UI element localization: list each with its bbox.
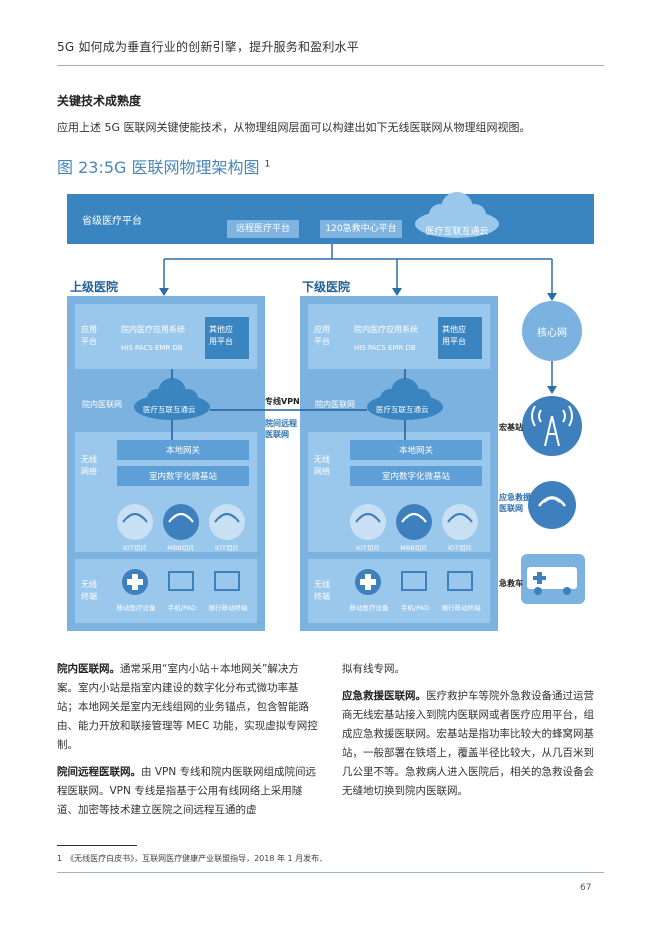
left-column: 院内医联网。通常采用“室内小站＋本地网关”解决方案。室内小站是指室内建设的数字化… bbox=[57, 660, 319, 820]
text-hospital-net: 通常采用“室内小站＋本地网关”解决方案。室内小站是指室内建设的数字化分布式微功率… bbox=[57, 663, 318, 751]
ap-label: MBB切片 bbox=[400, 544, 428, 552]
architecture-diagram: 省级医疗平台 远程医疗平台 120急救中心平台 医疗互联互通云 上级医院 下级医… bbox=[57, 184, 604, 634]
footnote: 1 《无线医疗白皮书》，互联网医疗健康产业联盟指导，2018 年 1 月发布． bbox=[57, 854, 328, 863]
text-emergency-net: 医疗救护车等院外急救设备通过运营商无线宏基站接入到院内医联网或者医疗应用平台，组… bbox=[342, 690, 594, 797]
local-gateway-bar: 本地网关 bbox=[350, 444, 482, 456]
hospital-cloud-label: 医疗互联互通云 bbox=[143, 405, 196, 414]
app-platform-label: 应用 平台 bbox=[81, 325, 97, 346]
figure-title-text: 图 23:5G 医联网物理架构图 bbox=[57, 158, 260, 177]
hospital-net-label: 院内医联网 bbox=[315, 400, 355, 409]
ap-label: IOT切片 bbox=[447, 544, 472, 552]
terminal-label: 随行移动终端 bbox=[441, 604, 481, 612]
running-header: 5G 如何成为垂直行业的创新引擎，提升服务和盈利水平 bbox=[57, 40, 359, 54]
paragraph-hospital-net: 院内医联网。通常采用“室内小站＋本地网关”解决方案。室内小站是指室内建设的数字化… bbox=[57, 660, 319, 755]
other-platform-label: 其他应 用平台 bbox=[209, 325, 233, 346]
core-network-label: 核心网 bbox=[537, 328, 567, 339]
figure-title: 图 23:5G 医联网物理架构图 1 bbox=[57, 154, 270, 178]
ambulance-label: 急救车 bbox=[499, 579, 523, 588]
emergency-net-label: 应急救援 医联网 bbox=[499, 493, 531, 513]
hospital-cloud-label: 医疗互联互通云 bbox=[376, 405, 429, 414]
ap-label: IOT切片 bbox=[122, 544, 147, 552]
term-hospital-net: 院内医联网。 bbox=[57, 663, 120, 675]
paragraph-remote-net: 院间远程医联网。由 VPN 专线和院内医联网组成院间远程医联网。VPN 专线是指… bbox=[57, 763, 319, 820]
wireless-terminal-label: 无线 终端 bbox=[314, 580, 330, 601]
ap-label: IOT切片 bbox=[214, 544, 239, 552]
indoor-station-bar: 室内数字化微基站 bbox=[117, 470, 249, 482]
terminal-label: 移动医疗设备 bbox=[116, 604, 156, 612]
wireless-terminal-label: 无线 终端 bbox=[81, 580, 97, 601]
wireless-net-label: 无线 网络 bbox=[81, 455, 97, 476]
upper-hospital-label: 上级医院 bbox=[70, 280, 119, 294]
footer-divider bbox=[57, 872, 604, 873]
footnote-marker: 1 bbox=[264, 159, 271, 170]
paragraph-emergency-net: 应急救援医联网。医疗救护车等院外急救设备通过运营商无线宏基站接入到院内医联网或者… bbox=[342, 687, 604, 801]
term-remote-net: 院间远程医联网。 bbox=[57, 766, 141, 778]
hospital-net-label: 院内医联网 bbox=[82, 400, 122, 409]
lower-hospital-label: 下级医院 bbox=[302, 280, 351, 294]
macro-station-circle bbox=[522, 396, 582, 456]
pill-remote-platform: 远程医疗平台 bbox=[227, 220, 299, 238]
ap-label: MBB切片 bbox=[167, 544, 195, 552]
province-cloud-label: 医疗互联互通云 bbox=[425, 227, 489, 237]
right-column: 拟有线专网。 应急救援医联网。医疗救护车等院外急救设备通过运营商无线宏基站接入到… bbox=[342, 660, 604, 801]
core-network-circle bbox=[522, 301, 582, 361]
page-number: 67 bbox=[580, 883, 592, 893]
section-title: 关键技术成熟度 bbox=[57, 94, 142, 108]
other-platform-label: 其他应 用平台 bbox=[442, 325, 466, 346]
header-divider bbox=[57, 65, 604, 66]
terminal-label: 手机/PAD bbox=[167, 604, 197, 612]
local-gateway-bar: 本地网关 bbox=[117, 444, 249, 456]
footnote-divider bbox=[57, 845, 137, 846]
macro-station-label: 宏基站 bbox=[499, 423, 523, 432]
emergency-circle bbox=[528, 481, 576, 529]
terminal-label: 随行移动终端 bbox=[208, 604, 248, 612]
pill-120-platform: 120急救中心平台 bbox=[320, 220, 402, 238]
remote-net-label: 院间远程 医联网 bbox=[265, 419, 297, 439]
app-platform-label: 应用 平台 bbox=[314, 325, 330, 346]
app-system-label: 院内医疗应用系统 bbox=[354, 325, 418, 334]
terminal-label: 手机/PAD bbox=[400, 604, 430, 612]
section-intro: 应用上述 5G 医联网关键使能技术，从物理组网层面可以构建出如下无线医联网从物理… bbox=[57, 121, 531, 134]
wireless-net-label: 无线 网络 bbox=[314, 455, 330, 476]
term-emergency-net: 应急救援医联网。 bbox=[342, 690, 426, 702]
ap-label: IOT切片 bbox=[355, 544, 380, 552]
text-remote-net: 由 VPN 专线和院内医联网组成院间远程医联网。VPN 专线是指基于公用有线网络… bbox=[57, 766, 317, 816]
app-system-sub: HIS PACS EMR DB bbox=[354, 344, 416, 352]
terminal-label: 移动医疗设备 bbox=[349, 604, 389, 612]
indoor-station-bar: 室内数字化微基站 bbox=[350, 470, 482, 482]
paragraph-continuation: 拟有线专网。 bbox=[342, 663, 405, 675]
app-system-label: 院内医疗应用系统 bbox=[121, 325, 185, 334]
app-system-sub: HIS PACS EMR DB bbox=[121, 344, 183, 352]
vpn-label: 专线VPN bbox=[265, 397, 300, 406]
province-platform-label: 省级医疗平台 bbox=[82, 216, 142, 227]
